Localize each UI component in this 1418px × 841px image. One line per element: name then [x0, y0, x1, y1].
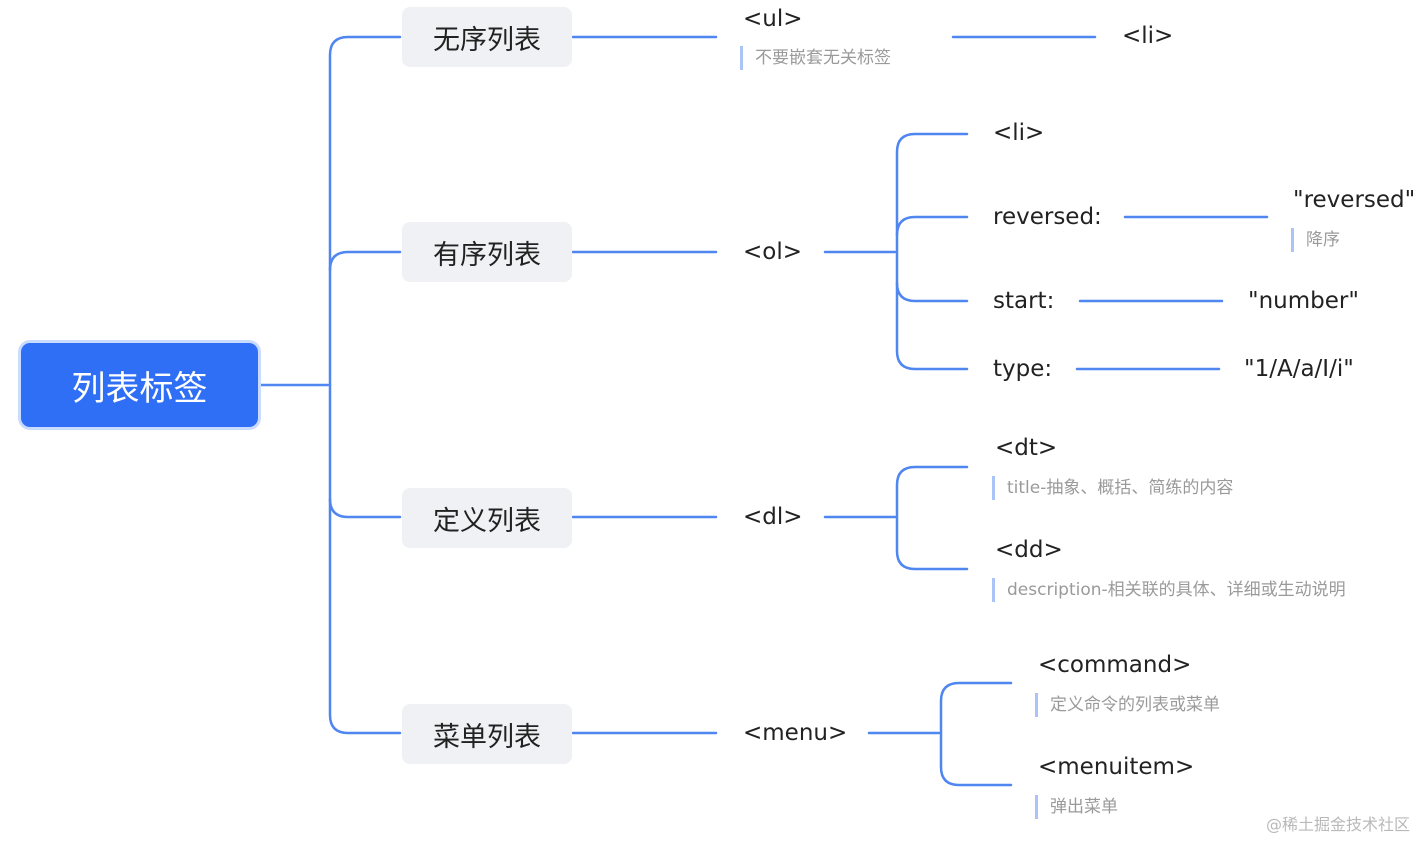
node-ol-reversed[interactable]: reversed: [993, 204, 1102, 230]
note-menuitem: 弹出菜单 [1035, 795, 1118, 819]
node-command[interactable]: <command> [1038, 652, 1192, 678]
branch-definition [328, 497, 402, 519]
node-dl-tag[interactable]: <dl> [743, 504, 803, 530]
node-ol-tag[interactable]: <ol> [743, 239, 803, 265]
node-ol-li[interactable]: <li> [993, 120, 1045, 146]
branch-unordered [328, 35, 402, 387]
link-ol-start [895, 281, 969, 303]
node-menuitem[interactable]: <menuitem> [1038, 754, 1195, 780]
note-dd: description-相关联的具体、详细或生动说明 [992, 578, 1346, 602]
note-dt: title-抽象、概括、简练的内容 [992, 476, 1233, 500]
node-ol-start[interactable]: start: [993, 288, 1055, 314]
node-start-value[interactable]: "number" [1248, 288, 1359, 314]
node-menu-list[interactable]: 菜单列表 [402, 704, 572, 764]
branch-menu [328, 383, 402, 735]
node-ul-tag[interactable]: <ul> [743, 6, 803, 32]
root-node[interactable]: 列表标签 [21, 343, 258, 427]
link-menu-children [939, 681, 1013, 787]
node-definition-list[interactable]: 定义列表 [402, 488, 572, 548]
link-ol-li [895, 132, 969, 371]
node-reversed-value[interactable]: "reversed" [1293, 187, 1416, 213]
node-menu-tag[interactable]: <menu> [743, 720, 848, 746]
node-dt[interactable]: <dt> [995, 435, 1058, 461]
note-reversed: 降序 [1291, 228, 1340, 252]
link-ol-reversed [895, 215, 969, 237]
watermark: @稀土掘金技术社区 [1265, 815, 1410, 834]
node-ul-li[interactable]: <li> [1122, 23, 1174, 49]
node-ordered-list[interactable]: 有序列表 [402, 222, 572, 282]
node-type-value[interactable]: "1/A/a/I/i" [1244, 356, 1354, 382]
link-dl-children [895, 465, 969, 571]
note-command: 定义命令的列表或菜单 [1035, 693, 1220, 717]
node-dd[interactable]: <dd> [995, 537, 1063, 563]
node-ol-type[interactable]: type: [993, 356, 1053, 382]
note-ul: 不要嵌套无关标签 [740, 46, 891, 70]
node-unordered-list[interactable]: 无序列表 [402, 7, 572, 67]
branch-ordered [328, 250, 402, 272]
